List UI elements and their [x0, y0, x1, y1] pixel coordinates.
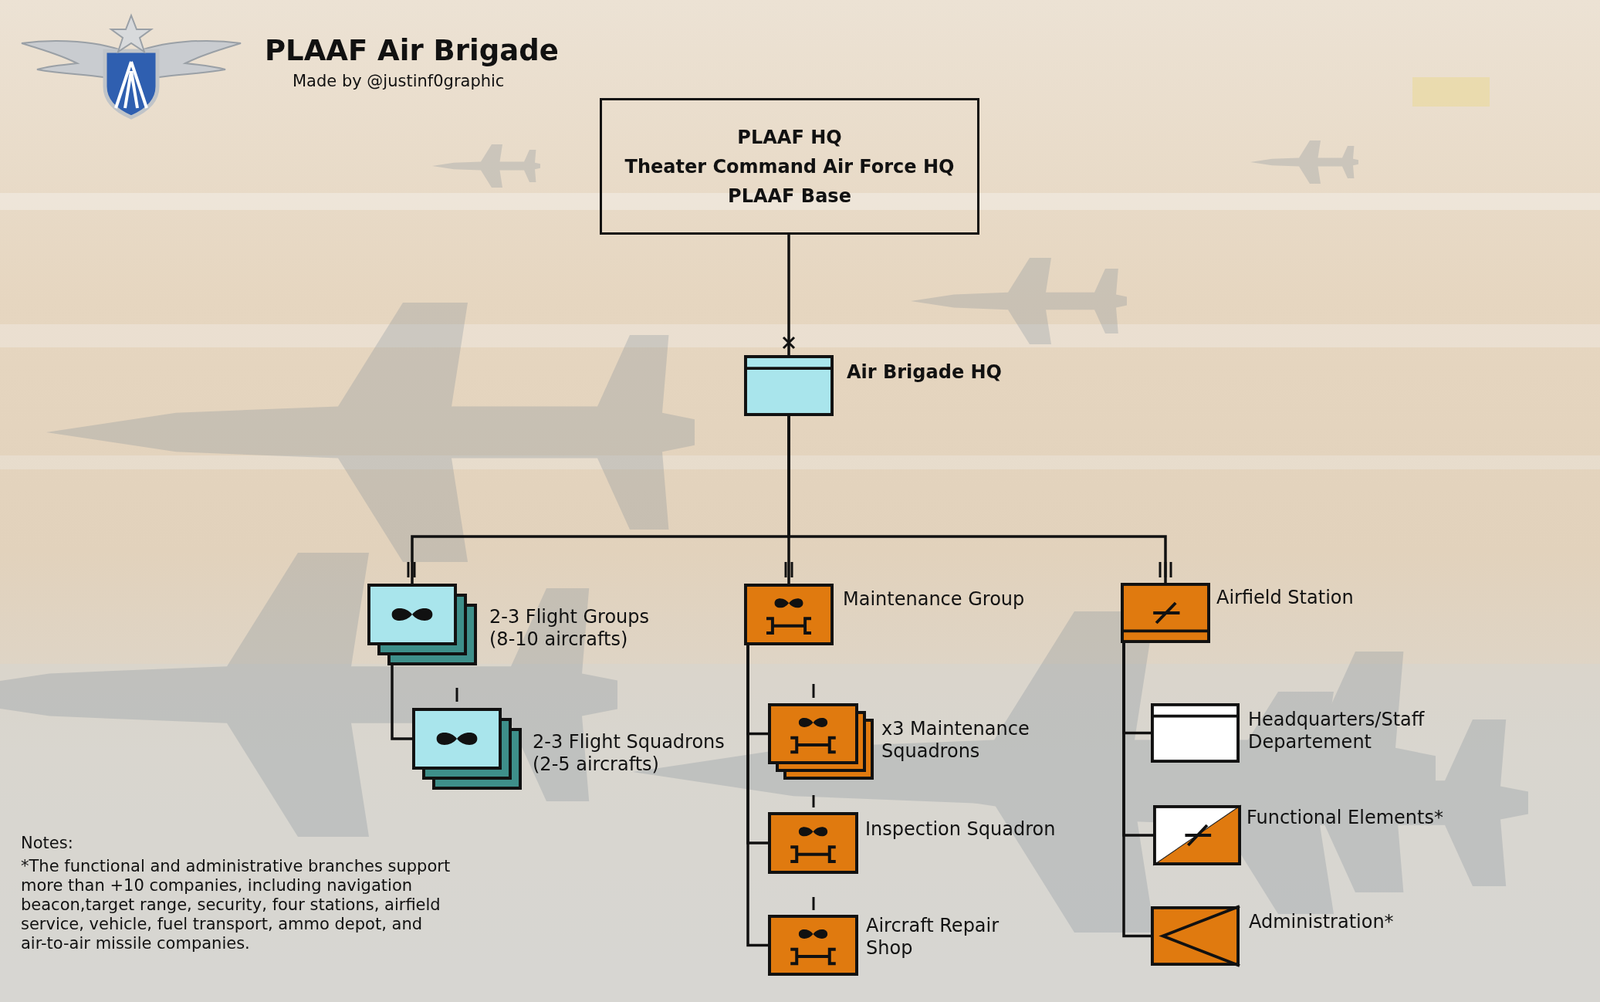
jet-silhouettes [0, 140, 1529, 933]
unit-label: Administration* [1248, 910, 1394, 934]
unit-symbol-shape [767, 811, 859, 874]
runway-strip [0, 324, 1600, 348]
unit-label-text: 2-3 Flight Groups [489, 605, 650, 629]
box-text: Theater Command Air Force HQ [625, 152, 955, 182]
unit-symbol-shape [767, 914, 859, 976]
unit-symbol-shape [767, 703, 859, 765]
unit-label: Inspection Squadron [865, 818, 1056, 841]
unit-label: Functional Elements* [1246, 806, 1444, 829]
unit-label: Headquarters/Staff Departement [1248, 708, 1442, 754]
unit-label: 2-3 Flight Squadrons(2-5 aircrafts) [532, 730, 725, 776]
unit-symbol-shape [744, 583, 834, 646]
unit-label-text: Functional Elements* [1246, 806, 1444, 829]
connector-line [1123, 642, 1151, 734]
diagram-title: PLAAF Air Brigade [264, 33, 559, 68]
connector-line [1123, 642, 1151, 937]
unit-label: 2-3 Flight Groups(8-10 aircrafts) [489, 605, 650, 651]
unit-label-text: Maintenance Group [842, 588, 1025, 611]
unit-label: Air Brigade HQ [846, 361, 1002, 384]
unit-symbol: Maintenance Group [744, 583, 834, 646]
unit-label-text: (8-10 aircrafts) [489, 628, 650, 651]
unit-label: Aircraft Repair Shop [865, 914, 1040, 960]
connector-line [412, 416, 789, 584]
notes-text: *The functional and administrative branc… [20, 856, 454, 954]
unit-label-text: Airfield Station [1216, 586, 1354, 609]
command-box: PLAAF HQTheater Command Air Force HQPLAA… [599, 98, 980, 235]
unit-label-text: 2-3 Flight Squadrons [532, 730, 725, 754]
box-text: PLAAF HQ [737, 122, 842, 153]
unit-symbol-shape [412, 707, 502, 770]
unit-symbol: Headquarters/Staff Departement [1150, 703, 1240, 763]
unit-symbol: 2-3 Flight Groups(8-10 aircrafts) [367, 583, 457, 646]
unit-symbol: 2-3 Flight Squadrons(2-5 aircrafts) [412, 707, 502, 770]
unit-label-text: Inspection Squadron [865, 818, 1056, 841]
echelon-marker [408, 337, 1171, 910]
connector-line [787, 234, 791, 356]
connector-line [747, 645, 768, 946]
runway-strip [0, 455, 1600, 470]
unit-label: Airfield Station [1216, 586, 1354, 609]
unit-label: x3 Maintenance Squadrons [881, 717, 1067, 763]
unit-label-text: Aircraft Repair Shop [865, 914, 1040, 960]
unit-symbol-shape [1150, 906, 1240, 966]
unit-symbol: Inspection Squadron [767, 811, 859, 874]
connector-line [788, 416, 1166, 583]
box-text: PLAAF Base [727, 181, 852, 211]
connector-line [1123, 642, 1154, 836]
connector-line [747, 645, 768, 843]
unit-symbol: Aircraft Repair Shop [767, 914, 859, 976]
unit-symbol-shape [367, 583, 457, 646]
connector-line [747, 645, 768, 735]
unit-label-text: (2-5 aircrafts) [532, 753, 725, 776]
unit-label-text: Administration* [1248, 910, 1394, 934]
building [1412, 77, 1490, 107]
unit-label-text: Headquarters/Staff Departement [1248, 708, 1442, 754]
unit-symbol: Administration* [1150, 906, 1240, 966]
unit-symbol-shape [744, 355, 834, 417]
unit-label-text: x3 Maintenance Squadrons [881, 717, 1067, 763]
unit-symbol: x3 Maintenance Squadrons [767, 703, 859, 765]
unit-symbol: Air Brigade HQ [744, 355, 834, 417]
unit-symbol: Airfield Station [1120, 582, 1211, 643]
unit-symbol: Functional Elements* [1153, 805, 1242, 866]
notes-heading: Notes: [20, 832, 74, 853]
unit-symbol-shape [1150, 703, 1240, 763]
unit-label-text: Air Brigade HQ [846, 361, 1002, 384]
air-force-emblem [21, 15, 241, 118]
unit-symbol-shape [1153, 805, 1242, 866]
unit-label: Maintenance Group [842, 588, 1025, 611]
credit-text: Made by @justinf0graphic [292, 71, 505, 92]
unit-symbol-shape [1120, 582, 1211, 643]
